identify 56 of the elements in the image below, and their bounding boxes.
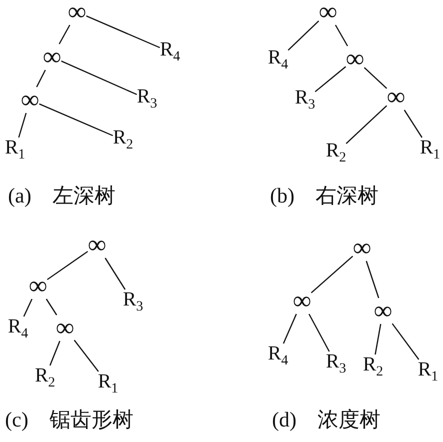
subfigure-caption: (d) 浓度树 [272, 410, 381, 430]
relation-label: R$_{1}$ [418, 360, 438, 384]
tree-edge [46, 298, 58, 316]
tree-edge [334, 24, 348, 46]
join-symbol: ∞ [88, 232, 106, 258]
tree-edge [346, 105, 388, 144]
tree-edge [314, 66, 346, 92]
join-symbol: ∞ [68, 0, 86, 25]
subfigure-caption: (b) 右深树 [270, 186, 379, 206]
relation-label: R$_{3}$ [136, 86, 158, 112]
relation-label: R$_{2}$ [326, 140, 346, 166]
relation-label: R$_{4}$ [160, 40, 180, 64]
tree-edge [282, 314, 297, 344]
relation-label: R$_{4}$ [268, 344, 288, 368]
join-symbol: ∞ [318, 0, 338, 25]
relation-label: R$_{1}$ [98, 372, 118, 396]
join-symbol: ∞ [292, 288, 312, 314]
tree-edge [46, 250, 88, 280]
join-symbol: ∞ [56, 315, 74, 341]
tree-edge [288, 20, 320, 51]
tree-edge [366, 260, 380, 298]
tree-edge [308, 314, 330, 352]
tree-edge [18, 112, 27, 138]
tree-edge [23, 298, 32, 317]
tree-edge [364, 67, 388, 89]
relation-label: R$_{3}$ [326, 352, 346, 376]
tree-edge [86, 15, 160, 48]
tree-edge [49, 340, 60, 366]
join-symbol: ∞ [28, 273, 48, 299]
tree-edge [39, 103, 114, 136]
relation-label: R$_{2}$ [34, 366, 56, 390]
tree-edge [310, 256, 354, 294]
relation-label: R$_{3}$ [294, 88, 316, 112]
tree-edge [374, 324, 382, 355]
relation-label: R$_{4}$ [8, 316, 28, 342]
relation-label: R$_{4}$ [268, 48, 288, 72]
subfigure-caption: (c) 锯齿形树 [5, 410, 134, 430]
join-symbol: ∞ [374, 298, 392, 324]
join-symbol: ∞ [386, 84, 406, 110]
join-symbol: ∞ [20, 87, 40, 113]
subfigure-caption: (a) 左深树 [8, 186, 116, 206]
tree-edge [392, 323, 420, 360]
relation-label: R$_{1}$ [420, 138, 440, 162]
tree-edge [404, 110, 422, 138]
tree-edge [61, 60, 138, 96]
relation-label: R$_{2}$ [112, 128, 134, 152]
relation-label: R$_{3}$ [122, 290, 144, 314]
relation-label: R$_{2}$ [362, 354, 384, 380]
tree-edge [36, 70, 46, 88]
join-symbol: ∞ [352, 235, 372, 261]
join-symbol: ∞ [346, 46, 364, 72]
tree-edge [74, 340, 99, 372]
tree-edge [58, 24, 70, 44]
tree-edge [104, 258, 126, 290]
relation-label: R$_{1}$ [4, 138, 26, 162]
join-symbol: ∞ [42, 44, 62, 70]
